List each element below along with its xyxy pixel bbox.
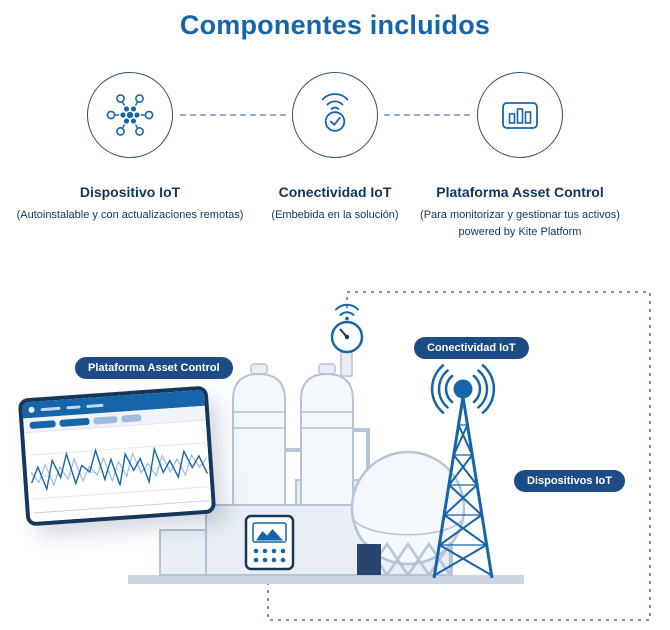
dashboard-chart-line-primary: [31, 446, 209, 492]
dashboard-chart: [24, 420, 214, 523]
component-subtitle: (Embebida en la solución): [271, 209, 399, 221]
tower-signal-waves-icon: [430, 364, 496, 414]
page-title: Componentes incluidos: [179, 10, 491, 40]
component-powered-by: powered by Kite Platform: [458, 226, 582, 239]
dashboard-bars-icon: [502, 102, 538, 129]
tablet-filter-chip: [93, 415, 118, 425]
pressure-gauge-icon: [330, 303, 364, 377]
component-conectividad-iot: Conectividad IoT (Embebida en la solució…: [235, 72, 435, 224]
tablet-logo-icon: [28, 406, 35, 414]
component-title: Conectividad IoT: [278, 184, 392, 200]
factory-door: [357, 544, 381, 575]
component-dispositivo-iot: Dispositivo IoT (Autoinstalable y con ac…: [14, 72, 246, 224]
dashboard-tablet: [17, 385, 217, 527]
connectivity-circle: [292, 72, 378, 158]
radio-tower-icon: [430, 364, 496, 579]
platform-circle: [477, 72, 563, 158]
tablet-filter-chip: [29, 419, 56, 429]
gauge-wifi-icon: [335, 303, 359, 316]
pill-plataforma-asset-control: Plataforma Asset Control: [75, 357, 233, 379]
dashed-connector-2: [384, 114, 470, 116]
sphere-tank: [350, 450, 466, 578]
factory-diagram: Plataforma Asset Control Conectividad Io…: [0, 280, 670, 630]
iot-device-circle: [87, 72, 173, 158]
tablet-menu-item: [40, 406, 61, 411]
dashed-connector-1: [180, 114, 286, 116]
component-title: Dispositivo IoT: [79, 184, 181, 200]
tablet-filter-chip: [121, 413, 142, 423]
component-plataforma-asset-control: Plataforma Asset Control (Para monitoriz…: [400, 72, 640, 241]
tablet-filter-chip: [59, 417, 90, 427]
storage-tanks: [232, 363, 370, 506]
factory-illustration: [128, 291, 651, 621]
wifi-check-icon: [321, 93, 349, 132]
dashboard-chart-line-secondary: [30, 451, 207, 487]
component-subtitle: (Autoinstalable y con actualizaciones re…: [16, 209, 244, 221]
dashed-loop-path: [267, 291, 651, 621]
component-subtitle: (Para monitorizar y gestionar tus activo…: [420, 209, 620, 221]
control-panel-icon: [244, 514, 295, 571]
component-title: Plataforma Asset Control: [436, 184, 604, 200]
factory-ground: [128, 575, 524, 584]
pill-dispositivos-iot: Dispositivos IoT: [514, 470, 625, 492]
iot-device-hub-icon: [106, 94, 154, 136]
tablet-menu-item: [66, 404, 81, 409]
pill-conectividad-iot: Conectividad IoT: [414, 337, 529, 359]
tablet-menu-item: [86, 403, 104, 408]
